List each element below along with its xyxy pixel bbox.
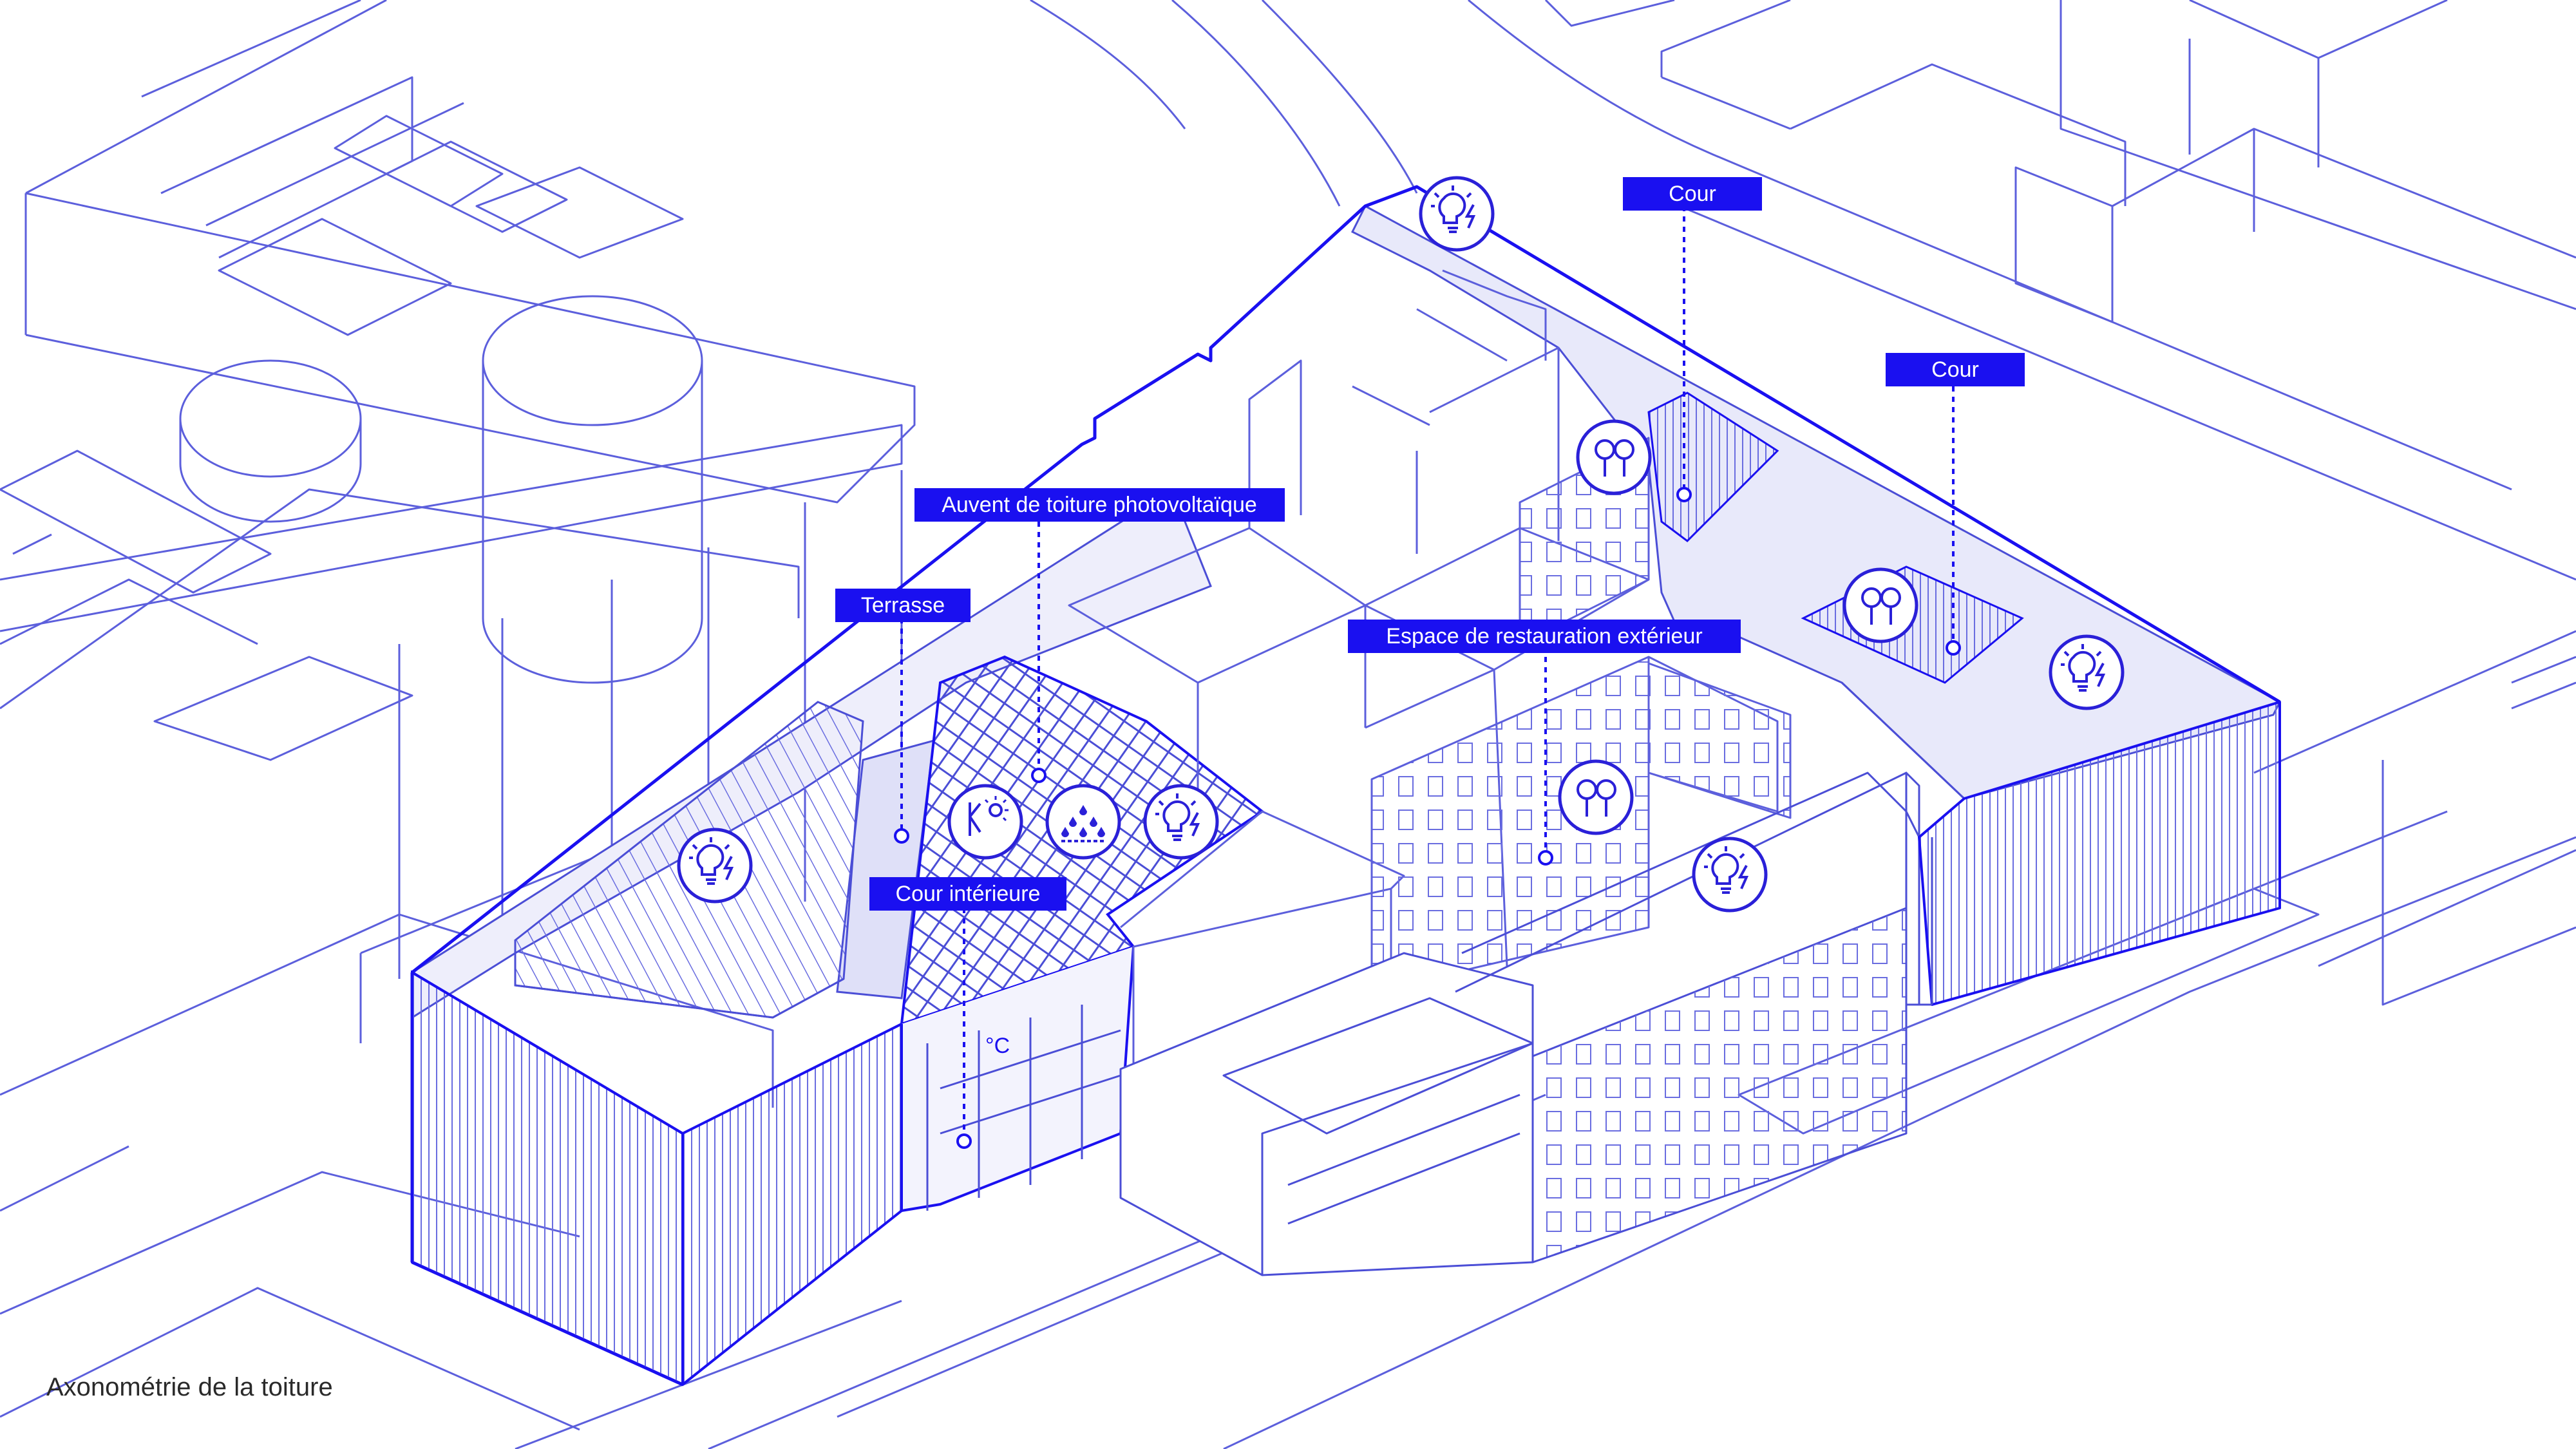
anchor-dot-cour-2 — [1946, 640, 1961, 656]
anchor-dot-cour-interieure — [956, 1133, 972, 1149]
leader-dots — [894, 487, 1961, 1149]
tree-icon — [1560, 761, 1632, 833]
label-cour-1: Cour — [1623, 177, 1762, 211]
anchor-dot-cour-1 — [1676, 487, 1692, 502]
lightbulb-lightning-icon — [1145, 786, 1217, 858]
lightbulb-lightning-icon — [1694, 838, 1766, 911]
tree-icon — [1844, 569, 1917, 641]
historic-building — [1119, 772, 1908, 1276]
anchor-dot-terrasse — [894, 828, 909, 844]
west-block — [411, 701, 903, 1387]
leader-lines — [900, 206, 1955, 1137]
east-block — [1841, 681, 2281, 1006]
anchor-dot-auvent — [1031, 768, 1046, 783]
anchor-dot-restauration — [1538, 850, 1553, 866]
label-cour-2-text: Cour — [1931, 357, 1979, 382]
tree-icon — [1578, 421, 1650, 493]
temperature-mark: °C — [985, 1034, 1010, 1058]
label-terrasse: Terrasse — [835, 589, 971, 622]
label-espace-restauration-text: Espace de restauration extérieur — [1386, 624, 1702, 649]
label-espace-restauration: Espace de restauration extérieur — [1348, 620, 1741, 653]
rainwater-icon — [1047, 786, 1119, 858]
sun-reflection-icon — [949, 786, 1021, 858]
lightbulb-lightning-icon — [679, 829, 751, 902]
label-cour-interieure: Cour intérieure — [869, 877, 1066, 911]
label-cour-1-text: Cour — [1669, 182, 1716, 206]
drawing-caption: Axonométrie de la toiture — [46, 1373, 333, 1401]
label-cour-interieure-text: Cour intérieure — [896, 882, 1041, 906]
label-terrasse-text: Terrasse — [861, 593, 945, 618]
lightbulb-lightning-icon — [2050, 636, 2123, 708]
label-cour-2: Cour — [1886, 353, 2025, 386]
label-auvent-text: Auvent de toiture photovoltaïque — [942, 493, 1257, 517]
lightbulb-lightning-icon — [1421, 178, 1493, 250]
label-auvent: Auvent de toiture photovoltaïque — [914, 488, 1285, 522]
